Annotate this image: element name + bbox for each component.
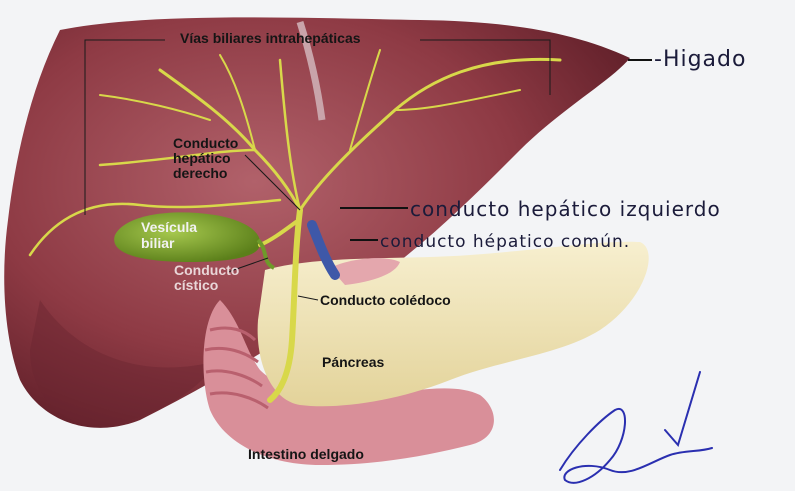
label-vesicula-2: biliar xyxy=(141,235,175,251)
label-conducto-coledoco: Conducto colédoco xyxy=(320,292,451,308)
label-vesicula-1: Vesícula xyxy=(141,219,197,235)
label-conducto-hepatico-derecho-3: derecho xyxy=(173,165,227,181)
label-intestino-delgado: Intestino delgado xyxy=(248,446,364,462)
label-vias-biliares: Vías biliares intrahepáticas xyxy=(180,30,361,46)
label-pancreas: Páncreas xyxy=(322,354,384,370)
handwritten-higado: -Higado xyxy=(654,47,746,72)
label-conducto-cistico-2: cístico xyxy=(174,277,218,293)
handwritten-conducto-hepatico-izquierdo: conducto hepático izquierdo xyxy=(410,197,721,221)
label-conducto-hepatico-derecho-2: hepático xyxy=(173,150,231,166)
label-conducto-hepatico-derecho-1: Conducto xyxy=(173,135,238,151)
label-conducto-cistico-1: Conducto xyxy=(174,262,239,278)
handwritten-conducto-hepatico-comun: conducto hépatico común. xyxy=(380,232,630,252)
